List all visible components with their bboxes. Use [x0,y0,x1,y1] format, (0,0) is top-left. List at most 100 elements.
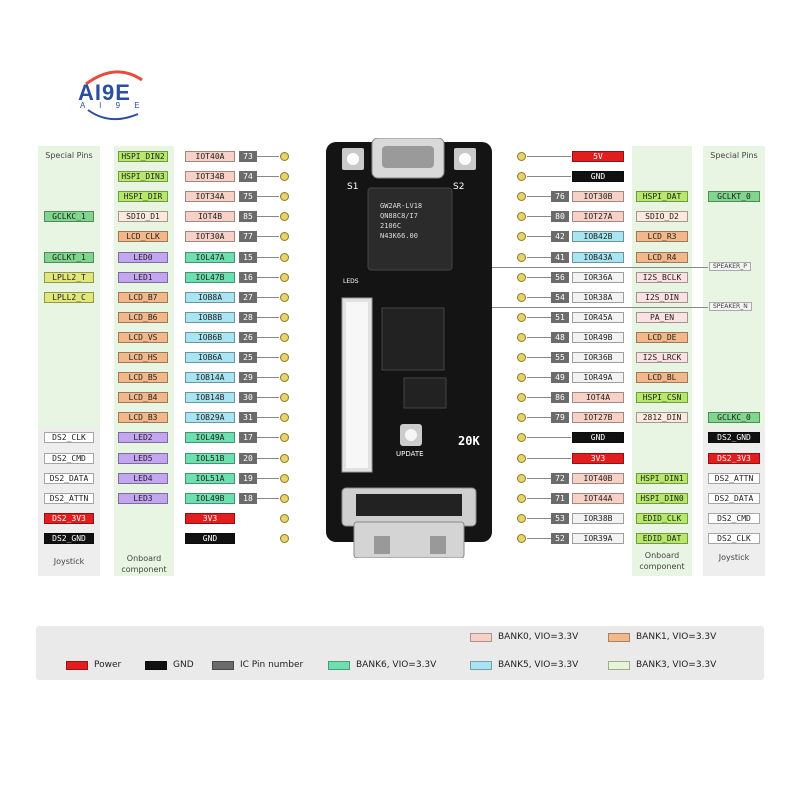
legend-label: BANK0, VIO=3.3V [498,632,579,642]
left-pin-pad [280,373,289,382]
left-onboard-title: Onboard component [121,554,167,574]
left-io-name: IOL51A [185,473,235,484]
right-onboard-label: PA_EN [636,312,688,323]
left-io-name: IOL51B [185,453,235,464]
left-pin-pad [280,474,289,483]
s1-label: S1 [347,182,359,192]
left-onboard-label: LCD_B6 [118,312,168,323]
right-pin-leader [527,518,551,519]
board-illustration [326,137,492,559]
left-pin-leader [257,156,279,157]
right-ic-pin-number: 41 [551,252,569,263]
right-pin-leader [527,337,551,338]
right-pin-leader [527,277,551,278]
left-pin-leader [257,196,279,197]
left-pin-pad [280,273,289,282]
right-special-pin: DS2_3V3 [708,453,760,464]
legend-label: BANK1, VIO=3.3V [636,632,717,642]
left-pin-pad [280,413,289,422]
left-ic-pin-number: 17 [239,432,257,443]
left-pin-leader [257,236,279,237]
left-pin-leader [257,417,279,418]
left-pin-leader [257,437,279,438]
right-pin-pad [517,474,526,483]
right-pin-leader [527,176,571,177]
left-pin-leader [257,478,279,479]
left-special-pin: LPLL2_T [44,272,94,283]
legend-swatch [212,661,234,670]
left-pin-leader [257,277,279,278]
left-ic-pin-number: 31 [239,412,257,423]
right-onboard-label: LCD_R3 [636,231,688,242]
right-ic-pin-number: 56 [551,272,569,283]
legend-swatch [66,661,88,670]
right-pin-pad [517,353,526,362]
right-ic-pin-number: 86 [551,392,569,403]
left-power-pin: 3V3 [185,513,235,524]
right-pin-leader [527,357,551,358]
left-special-pin: DS2_3V3 [44,513,94,524]
right-pin-leader [527,236,551,237]
chip-line-1: GW2AR-LV18 [380,202,423,210]
right-io-name: IOR49A [572,372,624,383]
right-io-name: IOT27A [572,211,624,222]
right-pin-leader [527,196,551,197]
right-pin-pad [517,192,526,201]
right-ic-pin-number: 55 [551,352,569,363]
left-onboard-label: HSPI_DIN2 [118,151,168,162]
right-io-name: IOT40B [572,473,624,484]
right-ic-pin-number: 48 [551,332,569,343]
legend-swatch [145,661,167,670]
left-pin-pad [280,172,289,181]
left-ic-pin-number: 29 [239,372,257,383]
right-pin-leader [527,498,551,499]
right-onboard-label: LCD_DE [636,332,688,343]
right-ic-pin-number: 76 [551,191,569,202]
left-pin-pad [280,534,289,543]
left-io-name: IOT34A [185,191,235,202]
left-onboard-label: SDIO_D1 [118,211,168,222]
left-onboard-label: LED2 [118,432,168,443]
left-ic-pin-number: 20 [239,453,257,464]
left-ic-pin-number: 85 [239,211,257,222]
right-pin-leader [527,156,571,157]
left-pin-pad [280,514,289,523]
left-ic-pin-number: 18 [239,493,257,504]
legend-label: BANK5, VIO=3.3V [498,660,579,670]
left-pin-leader [257,297,279,298]
left-ic-pin-number: 77 [239,231,257,242]
right-gnd-pin: GND [572,432,624,443]
right-special-title: Special Pins [710,151,758,160]
right-onboard-label: I2S_DIN [636,292,688,303]
legend-swatch [608,661,630,670]
left-pin-pad [280,494,289,503]
right-onboard-label: SDIO_D2 [636,211,688,222]
right-io-name: IOB43A [572,252,624,263]
right-power-pin: 3V3 [572,453,624,464]
right-pin-leader [527,458,571,459]
right-onboard-label: LCD_R4 [636,252,688,263]
right-pin-pad [517,534,526,543]
left-io-name: IOT4B [185,211,235,222]
right-ic-pin-number: 49 [551,372,569,383]
speaker-n-line [470,307,708,308]
leds-label: LEDS [343,278,359,285]
right-pin-leader [527,437,571,438]
right-io-name: IOR49B [572,332,624,343]
right-ic-pin-number: 53 [551,513,569,524]
left-joystick-title: Joystick [53,557,85,566]
right-pin-pad [517,373,526,382]
left-pin-leader [257,317,279,318]
right-onboard-label: I2S_BCLK [636,272,688,283]
left-special-title: Special Pins [45,151,93,160]
update-label: UPDATE [396,450,424,458]
left-onboard-label: LCD_B3 [118,412,168,423]
left-ic-pin-number: 27 [239,292,257,303]
right-io-name: IOR39A [572,533,624,544]
chip-line-3: 2106C [380,222,402,230]
legend-label: IC Pin number [240,660,304,670]
left-pin-leader [257,216,279,217]
left-onboard-label: LCD_B4 [118,392,168,403]
right-ic-pin-number: 51 [551,312,569,323]
right-ic-pin-number: 52 [551,533,569,544]
